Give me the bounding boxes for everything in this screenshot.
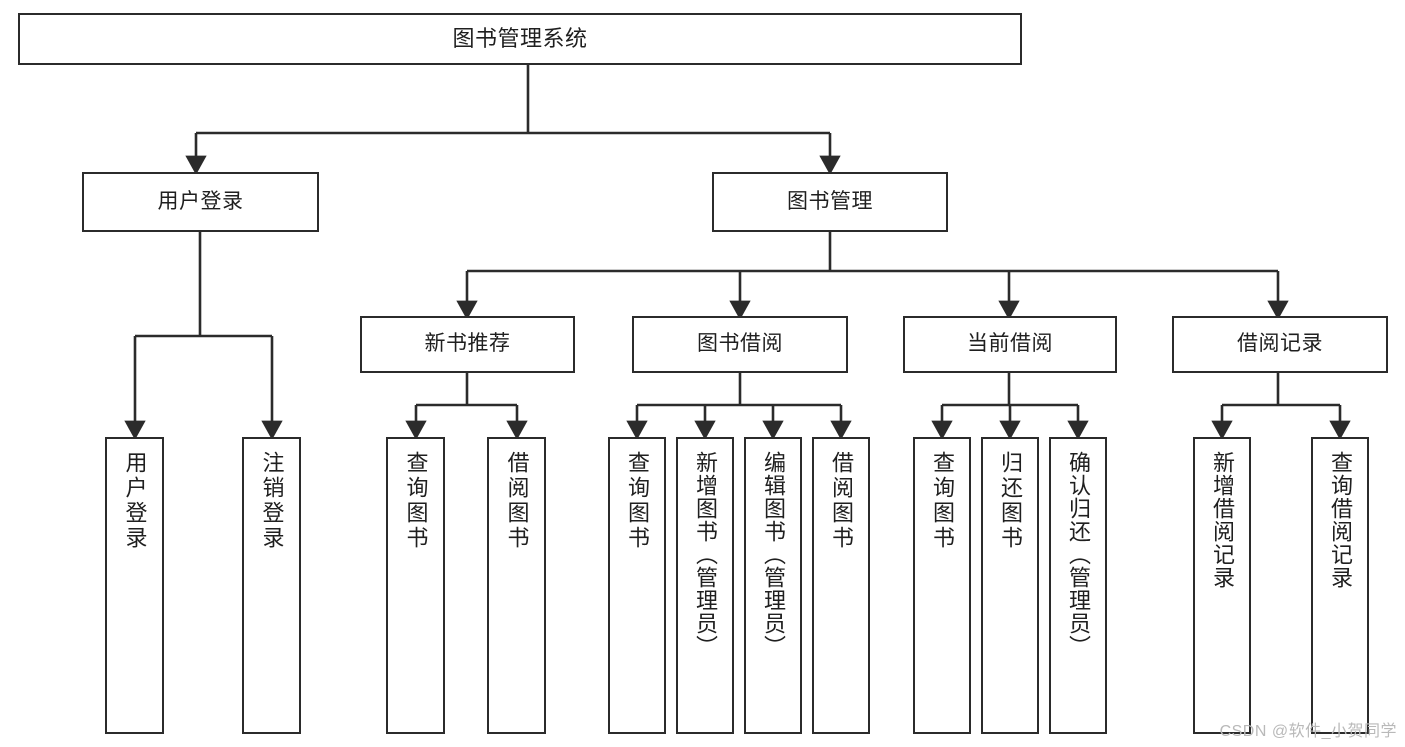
leaf-query-book-borrowing[interactable]: 查询图书 [608,437,666,734]
node-book-management[interactable]: 图书管理 [712,172,948,232]
node-label: 查询借阅记录 [1328,451,1353,589]
leaf-borrow-book-borrowing[interactable]: 借阅图书 [812,437,870,734]
leaf-add-book-admin[interactable]: 新增图书（管理员） [676,437,734,734]
node-label: 借阅图书 [829,451,854,551]
node-label: 查询图书 [625,451,650,551]
node-user-login[interactable]: 用户登录 [82,172,319,232]
node-borrowing-record[interactable]: 借阅记录 [1172,316,1388,373]
node-label: 注销登录 [259,451,285,551]
node-current-borrowing[interactable]: 当前借阅 [903,316,1117,373]
leaf-edit-book-admin[interactable]: 编辑图书（管理员） [744,437,802,734]
node-label: 借阅图书 [504,451,530,551]
leaf-return-book[interactable]: 归还图书 [981,437,1039,734]
node-label: 图书管理 [787,189,873,213]
leaf-confirm-return-admin[interactable]: 确认归还（管理员） [1049,437,1107,734]
leaf-user-logout[interactable]: 注销登录 [242,437,301,734]
leaf-borrow-book-recommendation[interactable]: 借阅图书 [487,437,546,734]
node-label: 当前借阅 [967,332,1053,356]
node-label: 查询图书 [403,451,429,551]
node-new-book-recommendation[interactable]: 新书推荐 [360,316,575,373]
watermark-text: CSDN @软件_小贺同学 [1219,723,1397,740]
node-root-book-management-system[interactable]: 图书管理系统 [18,13,1022,65]
node-label: 新增借阅记录 [1210,451,1235,589]
leaf-query-book-current[interactable]: 查询图书 [913,437,971,734]
leaf-user-login[interactable]: 用户登录 [105,437,164,734]
node-label: 新书推荐 [424,332,511,356]
node-label: 归还图书 [998,451,1023,551]
node-label: 用户登录 [157,189,244,213]
leaf-add-borrowing-record[interactable]: 新增借阅记录 [1193,437,1251,734]
node-label: 图书借阅 [697,332,783,356]
node-label: 图书管理系统 [452,26,588,52]
node-label: 新增图书（管理员） [693,451,718,658]
node-label: 确认归还（管理员） [1066,451,1091,658]
node-label: 查询图书 [930,451,955,551]
node-label: 用户登录 [122,451,148,551]
node-label: 编辑图书（管理员） [761,451,786,658]
node-label: 借阅记录 [1237,332,1323,356]
leaf-query-book-recommendation[interactable]: 查询图书 [386,437,445,734]
leaf-query-borrowing-record[interactable]: 查询借阅记录 [1311,437,1369,734]
node-book-borrowing[interactable]: 图书借阅 [632,316,848,373]
